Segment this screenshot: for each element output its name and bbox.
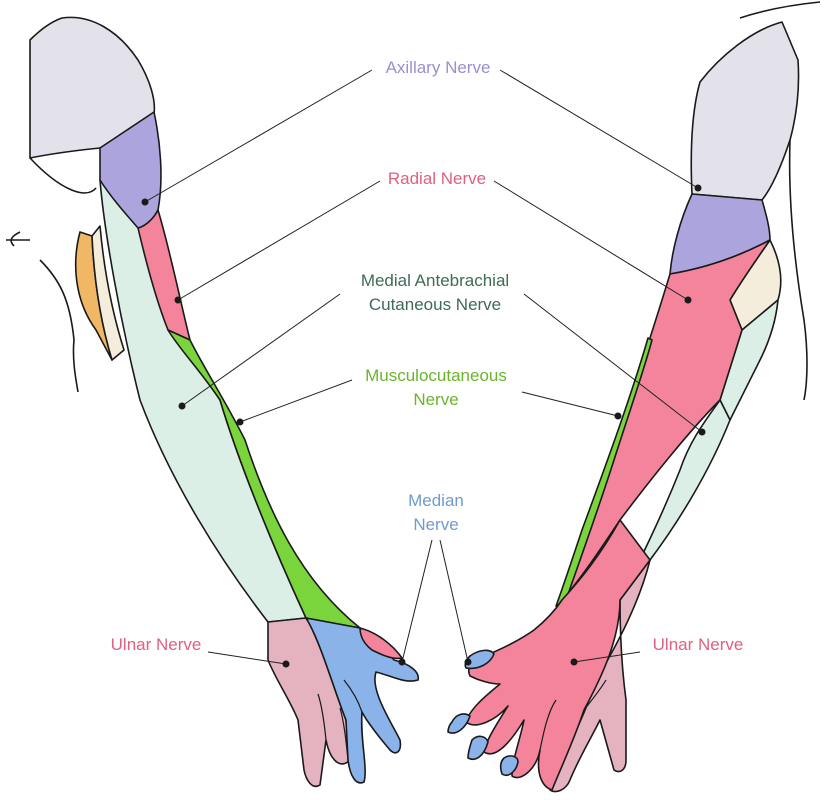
label-ulnar-nerve-left: Ulnar Nerve — [96, 633, 216, 657]
leader-axillary-right — [499, 69, 699, 189]
dot-axillary-left — [141, 198, 149, 206]
right-index-tip-median — [447, 713, 471, 734]
left-medial-antebrachial-region — [99, 179, 307, 623]
leader-musculo-right — [521, 391, 619, 417]
left-thumb-radial-region — [359, 627, 403, 660]
right-finger-lines — [539, 679, 607, 751]
left-torso-outline — [6, 157, 97, 393]
leader-median-left — [401, 539, 433, 663]
dot-musculo-right — [614, 412, 622, 420]
leader-radial-right — [493, 180, 689, 301]
label-median-line-1: Median — [408, 491, 464, 510]
leader-medial-left — [181, 293, 341, 407]
right-torso-outline — [739, 1, 821, 401]
leader-musculo-left — [239, 379, 353, 423]
label-musculo-line-1: Musculocutaneous — [365, 366, 507, 385]
left-hand-median-region — [305, 617, 419, 784]
dot-medial-left — [178, 402, 186, 410]
label-ulnar-nerve-right: Ulnar Nerve — [638, 633, 758, 657]
dot-radial-right — [684, 296, 692, 304]
dot-median-left — [398, 658, 406, 666]
label-medial-antebrachial-cutaneous-nerve: Medial Antebrachial Cutaneous Nerve — [330, 269, 540, 317]
dot-radial-left — [174, 296, 182, 304]
label-median-line-2: Nerve — [413, 515, 459, 534]
label-median-nerve: Median Nerve — [384, 489, 488, 537]
right-arm — [447, 1, 821, 793]
label-ulnar-left-line-1: Ulnar Nerve — [110, 635, 202, 654]
dot-ulnar-left — [282, 660, 290, 668]
leader-ulnar-left — [207, 651, 287, 665]
leader-medial-right — [523, 293, 703, 433]
leader-ulnar-right — [573, 651, 641, 663]
dot-musculo-left — [236, 418, 244, 426]
label-radial-nerve: Radial Nerve — [364, 167, 510, 191]
leader-dots — [141, 184, 706, 668]
label-ulnar-right-line-1: Ulnar Nerve — [652, 635, 744, 654]
right-shoulder-region — [690, 21, 800, 201]
label-musculocutaneous-nerve: Musculocutaneous Nerve — [336, 364, 536, 412]
label-axillary-line-1: Axillary Nerve — [385, 58, 491, 77]
label-medial-line-1: Medial Antebrachial — [360, 271, 510, 290]
label-radial-line-1: Radial Nerve — [387, 169, 487, 188]
label-musculo-line-2: Nerve — [413, 390, 459, 409]
leader-lines — [144, 69, 703, 665]
right-ring-tip-median — [499, 755, 519, 777]
leader-radial-left — [177, 180, 381, 301]
right-middle-tip-median — [467, 735, 489, 760]
dot-axillary-right — [694, 184, 702, 192]
dot-medial-right — [698, 428, 706, 436]
leader-median-right — [439, 539, 469, 663]
leader-axillary-left — [144, 69, 373, 203]
left-cream-region — [91, 225, 125, 361]
dot-median-right — [464, 658, 472, 666]
label-axillary-nerve: Axillary Nerve — [360, 56, 516, 80]
label-medial-line-2: Cutaneous Nerve — [368, 295, 502, 314]
dot-ulnar-right — [570, 658, 578, 666]
left-finger-lines — [317, 679, 363, 761]
